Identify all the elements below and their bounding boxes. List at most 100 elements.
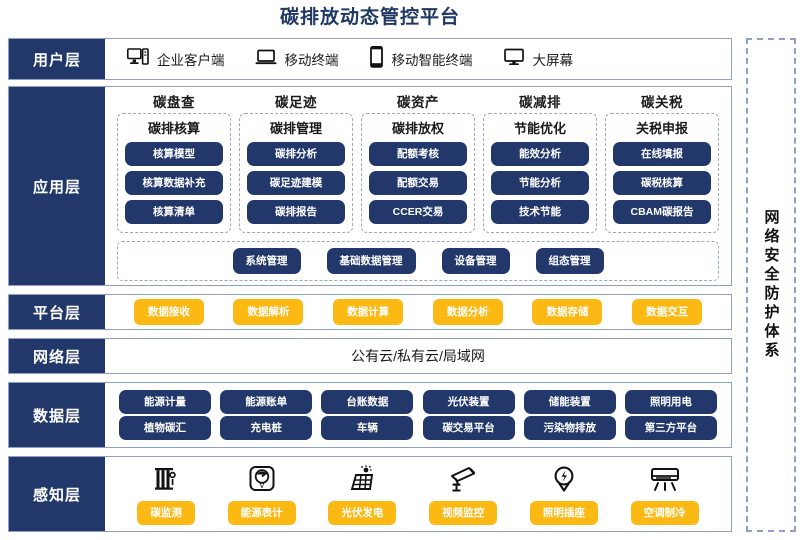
layer-user-label: 用户层 (9, 39, 105, 79)
app-chip[interactable]: 碳税核算 (613, 171, 711, 195)
platform-chip[interactable]: 数据交互 (632, 299, 703, 325)
app-group-carbon-inventory: 碳盘查 碳排核算 核算模型 核算数据补充 核算清单 (117, 91, 231, 233)
data-chip[interactable]: 充电桩 (220, 416, 313, 440)
laptop-icon (255, 48, 277, 71)
data-chip[interactable]: 照明用电 (624, 390, 717, 414)
app-mgmt-chip[interactable]: 组态管理 (535, 248, 604, 274)
layer-application-body: 碳盘查 碳排核算 核算模型 核算数据补充 核算清单 碳足迹 碳排管理 碳排分析 … (105, 87, 731, 285)
app-mgmt-chip[interactable]: 基础数据管理 (326, 248, 416, 274)
sense-chip[interactable]: 碳监测 (137, 501, 195, 525)
app-chip[interactable]: 配额交易 (369, 171, 467, 195)
data-chip[interactable]: 储能装置 (523, 390, 616, 414)
app-chip[interactable]: 配额考核 (369, 142, 467, 166)
sense-item-carbon-monitor[interactable]: 碳监测 (137, 463, 195, 525)
app-group-subtitle: 碳排核算 (147, 121, 200, 136)
user-item-large-screen[interactable]: 大屏幕 (503, 48, 573, 71)
monitor-icon (503, 48, 525, 71)
sense-chip[interactable]: 空调制冷 (630, 501, 699, 525)
data-chip[interactable]: 能源计量 (119, 390, 211, 414)
app-group-subtitle: 节能优化 (513, 121, 566, 136)
app-chip[interactable]: CCER交易 (369, 200, 467, 224)
app-group-title: 碳资产 (397, 95, 439, 110)
security-system-panel: 网络安全防护体系 (746, 38, 796, 532)
app-chip[interactable]: 核算清单 (125, 200, 223, 224)
data-chip[interactable]: 碳交易平台 (422, 416, 515, 440)
layer-sense-label: 感知层 (9, 457, 105, 531)
data-chip[interactable]: 第三方平台 (624, 416, 717, 440)
data-chip[interactable]: 能源账单 (220, 390, 313, 414)
app-group-carbon-tariff: 碳关税 关税申报 在线填报 碳税核算 CBAM碳报告 (605, 91, 719, 233)
sense-item-lighting-socket[interactable]: 照明插座 (529, 463, 598, 525)
security-system-label: 网络安全防护体系 (762, 209, 780, 361)
data-chip[interactable]: 台账数据 (321, 390, 414, 414)
user-item-mobile-terminal[interactable]: 移动终端 (255, 48, 339, 71)
app-chip[interactable]: 核算数据补充 (125, 171, 223, 195)
app-group-subtitle: 碳排放权 (391, 121, 444, 136)
app-chip[interactable]: CBAM碳报告 (613, 200, 711, 224)
platform-chip[interactable]: 数据分析 (432, 299, 503, 325)
user-item-label: 企业客户端 (157, 53, 225, 68)
app-group-subtitle: 碳排管理 (269, 121, 322, 136)
app-chip[interactable]: 碳足迹建模 (247, 171, 345, 195)
app-mgmt-chip[interactable]: 设备管理 (441, 248, 510, 274)
app-group-carbon-asset: 碳资产 碳排放权 配额考核 配额交易 CCER交易 (361, 91, 475, 233)
data-row: 能源计量 能源账单 台账数据 光伏装置 储能装置 照明用电 (119, 390, 717, 414)
layer-user-body: 企业客户端 移动终端 (105, 39, 731, 79)
desktop-tower-icon (127, 47, 149, 71)
energy-meter-icon: V (247, 463, 277, 495)
app-chip[interactable]: 碳排分析 (247, 142, 345, 166)
svg-text:V: V (259, 481, 265, 490)
carbon-monitor-icon (151, 463, 181, 495)
user-item-label: 移动智能终端 (391, 53, 473, 68)
layer-platform-body: 数据接收 数据解析 数据计算 数据分析 数据存储 数据交互 (105, 295, 731, 329)
layer-data-body: 能源计量 能源账单 台账数据 光伏装置 储能装置 照明用电 植物碳汇 充电桩 车… (105, 383, 731, 447)
app-group-carbon-footprint: 碳足迹 碳排管理 碳排分析 碳足迹建模 碳排报告 (239, 91, 353, 233)
app-chip[interactable]: 能效分析 (491, 142, 589, 166)
app-chip[interactable]: 核算模型 (125, 142, 223, 166)
app-management-row: 系统管理 基础数据管理 设备管理 组态管理 (117, 241, 719, 281)
user-item-smart-mobile-terminal[interactable]: 移动智能终端 (369, 45, 473, 73)
layer-network: 网络层 公有云/私有云/局域网 (8, 338, 732, 374)
platform-chip[interactable]: 数据计算 (333, 299, 404, 325)
data-chip[interactable]: 植物碳汇 (119, 416, 211, 440)
air-conditioner-icon (649, 463, 681, 495)
app-chip[interactable]: 技术节能 (491, 200, 589, 224)
user-item-enterprise-client[interactable]: 企业客户端 (127, 47, 225, 71)
data-chip[interactable]: 光伏装置 (422, 390, 515, 414)
layer-platform: 平台层 数据接收 数据解析 数据计算 数据分析 数据存储 数据交互 (8, 294, 732, 330)
sense-item-energy-meter[interactable]: V 能源表计 (227, 463, 296, 525)
data-chip[interactable]: 污染物排放 (523, 416, 616, 440)
sense-item-video-surveillance[interactable]: 视频监控 (429, 463, 498, 525)
light-bulb-icon (550, 463, 578, 495)
sense-item-hvac-cooling[interactable]: 空调制冷 (630, 463, 699, 525)
layer-data-label: 数据层 (9, 383, 105, 447)
app-group-title: 碳盘查 (153, 95, 195, 110)
cctv-camera-icon (447, 463, 479, 495)
sense-chip[interactable]: 光伏发电 (328, 501, 397, 525)
platform-chip[interactable]: 数据存储 (532, 299, 603, 325)
network-text: 公有云/私有云/局域网 (351, 348, 485, 364)
data-chip[interactable]: 车辆 (321, 416, 414, 440)
app-chip[interactable]: 碳排报告 (247, 200, 345, 224)
layer-sense-body: 碳监测 V 能源表计 (105, 457, 731, 531)
app-group-subtitle: 关税申报 (635, 121, 688, 136)
layer-application-label: 应用层 (9, 87, 105, 285)
smartphone-icon (369, 45, 384, 73)
sense-chip[interactable]: 视频监控 (429, 501, 498, 525)
app-group-title: 碳关税 (641, 95, 683, 110)
sense-chip[interactable]: 照明插座 (529, 501, 598, 525)
page-title: 碳排放动态管控平台 (279, 7, 460, 28)
app-group-title: 碳减排 (519, 95, 561, 110)
sense-chip[interactable]: 能源表计 (227, 501, 296, 525)
app-mgmt-chip[interactable]: 系统管理 (232, 248, 301, 274)
platform-chip[interactable]: 数据解析 (233, 299, 304, 325)
app-chip[interactable]: 节能分析 (491, 171, 589, 195)
layer-network-body: 公有云/私有云/局域网 (105, 339, 731, 373)
layer-application: 应用层 碳盘查 碳排核算 核算模型 核算数据补充 核算清单 碳足迹 (8, 86, 732, 286)
platform-chip[interactable]: 数据接收 (133, 299, 204, 325)
sense-item-solar-power[interactable]: 光伏发电 (328, 463, 397, 525)
app-chip[interactable]: 在线填报 (613, 142, 711, 166)
app-group-carbon-reduction: 碳减排 节能优化 能效分析 节能分析 技术节能 (483, 91, 597, 233)
data-row: 植物碳汇 充电桩 车辆 碳交易平台 污染物排放 第三方平台 (119, 416, 717, 440)
